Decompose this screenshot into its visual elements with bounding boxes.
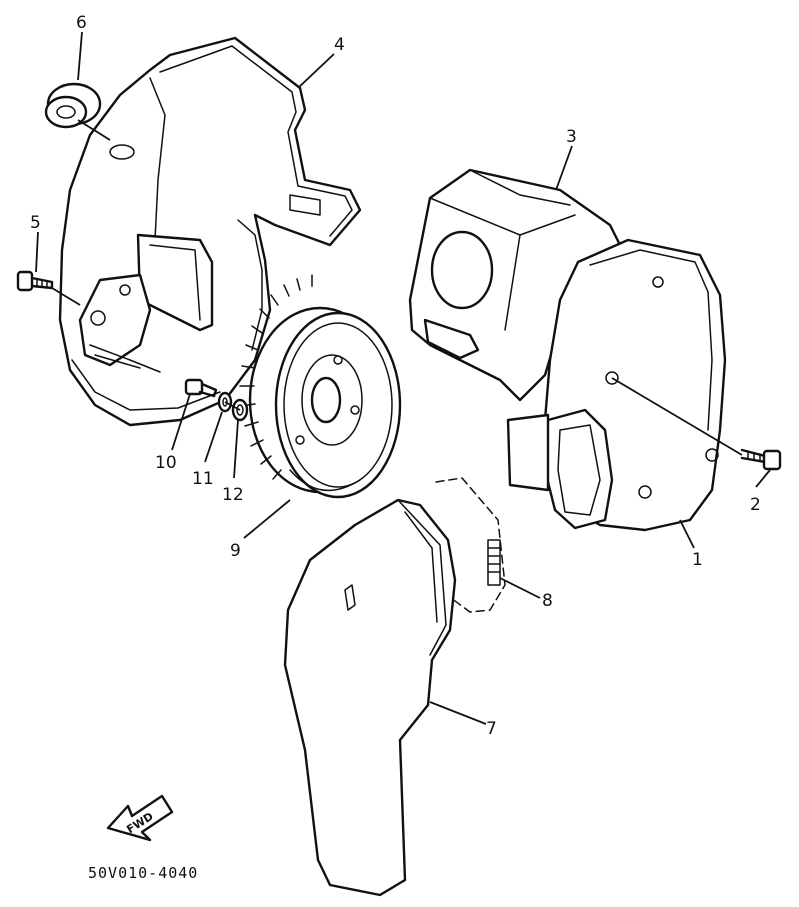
leader-lines [35, 31, 771, 725]
part-8-seal [435, 477, 506, 613]
part-9-cooling-fan [239, 274, 402, 499]
callout-2: 2 [750, 495, 761, 515]
callout-7: 7 [486, 719, 497, 739]
part-5-screw [16, 270, 54, 292]
part-7-intake-duct [283, 498, 457, 897]
part-10-bolt [184, 378, 218, 398]
callout-4: 4 [334, 35, 345, 55]
part-2-screw [740, 448, 782, 471]
callout-labels: 6 4 3 5 10 11 12 9 2 1 8 7 [30, 13, 761, 739]
part-3-air-duct [408, 168, 627, 402]
part-1-fan-housing [506, 238, 727, 532]
callout-12: 12 [222, 485, 244, 505]
callout-1: 1 [692, 550, 703, 570]
callout-9: 9 [230, 541, 241, 561]
part-4-shroud-cover [58, 36, 362, 427]
callout-5: 5 [30, 213, 41, 233]
callout-3: 3 [566, 127, 577, 147]
callout-6: 6 [76, 13, 87, 33]
part-6-grommet [44, 82, 102, 129]
callout-10: 10 [155, 453, 177, 473]
fwd-arrow: FWD [106, 794, 174, 842]
callout-11: 11 [192, 469, 214, 489]
callout-8: 8 [542, 591, 553, 611]
drawing-code: 50V010-4040 [88, 864, 198, 882]
